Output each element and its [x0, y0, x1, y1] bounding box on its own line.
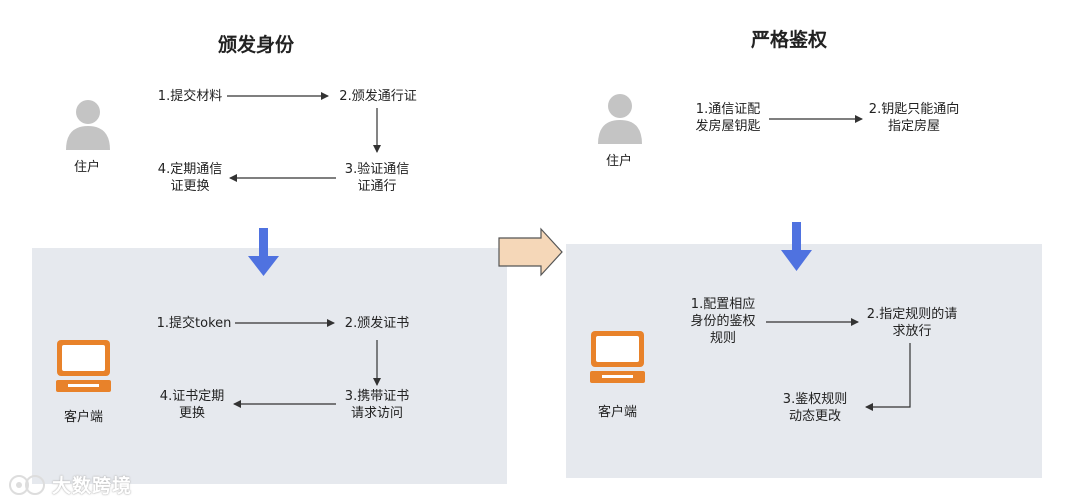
step-label: 2.钥匙只能通向 指定房屋 — [868, 102, 960, 134]
step-label: 1.通信证配 发房屋钥匙 — [695, 102, 761, 134]
step-label: 1.配置相应 身份的鉴权 规则 — [690, 297, 756, 346]
step-label: 3.鉴权规则 动态更改 — [782, 392, 848, 424]
client-label: 客户端 — [64, 410, 104, 425]
left-client-panel — [32, 248, 507, 484]
down-arrow-icon — [248, 228, 279, 276]
client-label: 客户端 — [598, 405, 638, 420]
step-label: 2.颁发证书 — [344, 316, 410, 331]
watermark: 大数跨境 — [8, 471, 132, 498]
monitor-icon — [590, 331, 645, 383]
person-icon — [598, 94, 642, 144]
watermark-logo-icon — [9, 474, 45, 495]
step-label: 3.验证通信 证通行 — [344, 162, 410, 194]
step-label: 4.定期通信 证更换 — [157, 162, 223, 194]
left-title: 颁发身份 — [218, 34, 295, 56]
monitor-icon — [56, 340, 111, 392]
step-label: 2.指定规则的请 求放行 — [866, 307, 958, 339]
flow-arrow — [865, 343, 911, 411]
actor-label: 住户 — [606, 154, 633, 169]
transition-arrow-icon — [498, 227, 563, 277]
step-label: 2.颁发通行证 — [339, 89, 417, 104]
step-label: 3.携带证书 请求访问 — [344, 389, 410, 421]
step-label: 1.提交token — [156, 316, 232, 331]
right-client-panel — [566, 244, 1042, 478]
step-label: 1.提交材料 — [157, 89, 223, 104]
down-arrow-icon — [781, 222, 812, 271]
person-icon — [66, 100, 110, 150]
step-label: 4.证书定期 更换 — [159, 389, 225, 421]
actor-label: 住户 — [74, 160, 101, 175]
right-title: 严格鉴权 — [751, 29, 828, 51]
watermark-text: 大数跨境 — [52, 475, 133, 497]
